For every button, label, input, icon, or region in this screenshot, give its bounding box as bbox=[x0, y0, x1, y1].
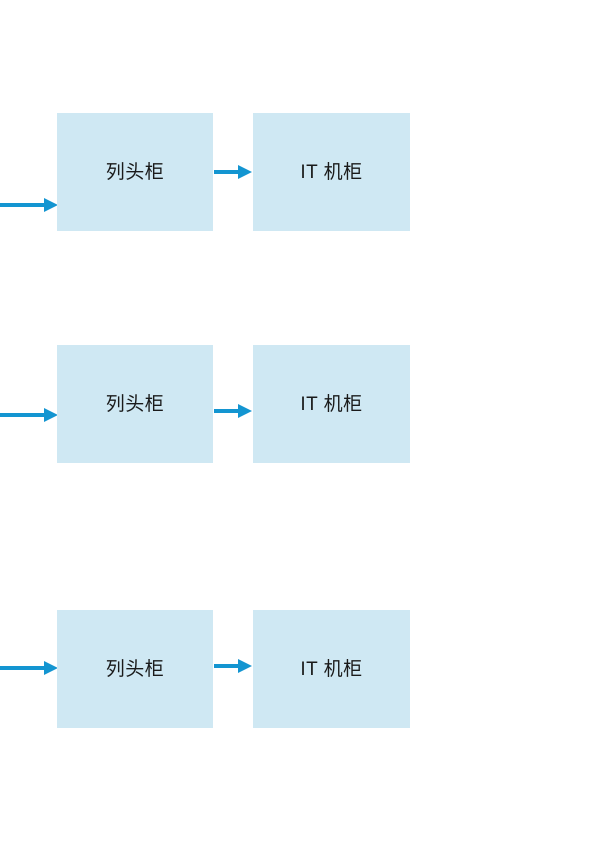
node-label: IT 机柜 bbox=[300, 161, 363, 183]
incoming-arrow-row-1 bbox=[0, 196, 60, 214]
node-label: IT 机柜 bbox=[300, 658, 363, 680]
node-lietougui-row-2[interactable]: 列头柜 bbox=[57, 345, 213, 463]
node-label: 列头柜 bbox=[105, 658, 165, 680]
node-it-cabinet-row-2[interactable]: IT 机柜 bbox=[253, 345, 410, 463]
node-lietougui-row-3[interactable]: 列头柜 bbox=[57, 610, 213, 728]
connector-arrow-row-3 bbox=[214, 657, 254, 675]
node-it-cabinet-row-1[interactable]: IT 机柜 bbox=[253, 113, 410, 231]
node-label: IT 机柜 bbox=[300, 393, 363, 415]
node-it-cabinet-row-3[interactable]: IT 机柜 bbox=[253, 610, 410, 728]
node-label: 列头柜 bbox=[105, 393, 165, 415]
connector-arrow-row-2 bbox=[214, 402, 254, 420]
incoming-arrow-row-2 bbox=[0, 406, 60, 424]
node-lietougui-row-1[interactable]: 列头柜 bbox=[57, 113, 213, 231]
incoming-arrow-row-3 bbox=[0, 659, 60, 677]
connector-arrow-row-1 bbox=[214, 163, 254, 181]
node-label: 列头柜 bbox=[105, 161, 165, 183]
